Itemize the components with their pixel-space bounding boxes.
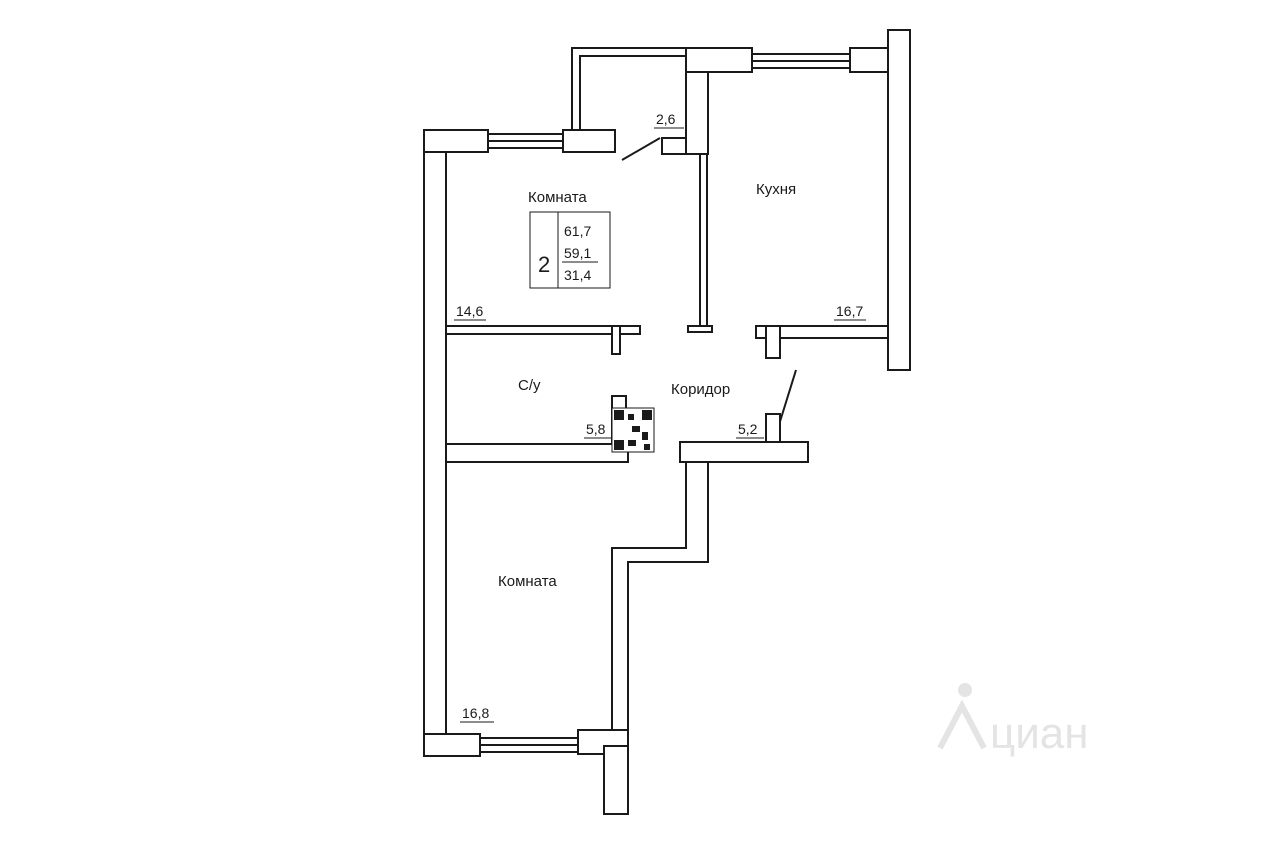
bathroom-area: 5,8 <box>586 421 606 437</box>
wall-room2-corner <box>603 745 629 815</box>
corridor-area: 5,2 <box>738 421 758 437</box>
wall-kitchen-top-left <box>685 47 753 73</box>
area-summary-box: 2 61,7 59,1 31,4 <box>529 211 611 289</box>
wall-kitchen-right <box>887 29 911 371</box>
room2-label: Комната <box>498 573 557 590</box>
wall-kitchen-bottom <box>755 325 889 339</box>
wall-top-room1 <box>423 129 489 153</box>
room1-area: 14,6 <box>456 303 483 319</box>
walls <box>423 29 911 815</box>
bathroom-label: С/у <box>518 377 541 394</box>
kitchen-label: Кухня <box>756 181 796 198</box>
kitchen-area: 16,7 <box>836 303 863 319</box>
living-area: 31,4 <box>564 267 591 283</box>
living-area-incl: 59,1 <box>564 245 591 261</box>
qr-icon <box>611 407 655 453</box>
cian-logo-icon <box>958 683 972 697</box>
total-area: 61,7 <box>564 223 591 239</box>
wall-room2-bottom-left <box>423 733 481 757</box>
wall-kitchen-left <box>685 71 709 155</box>
room1-label: Комната <box>528 189 587 206</box>
wall-bathroom-bottom <box>445 443 629 463</box>
wall-left-outer <box>423 129 447 757</box>
balcony-door-swing <box>621 137 661 161</box>
watermark-text: циан <box>990 709 1089 758</box>
balcony-area: 2,6 <box>656 111 676 127</box>
wall-room2-right <box>611 461 709 757</box>
corridor-label: Коридор <box>671 381 730 398</box>
wall-kitchen-bottom-stub <box>765 325 781 359</box>
wall-partition-stub <box>687 325 713 333</box>
rooms-count: 2 <box>538 252 550 277</box>
wall-corridor-bottom <box>679 441 809 463</box>
wall-partition-room1-kitchen <box>699 153 708 327</box>
wall-room1-bottom-stub <box>611 325 621 355</box>
wall-top-room1-mid <box>562 129 616 153</box>
wall-room1-bottom <box>445 325 641 335</box>
room2-area: 16,8 <box>462 705 489 721</box>
cian-watermark: циан <box>937 683 1089 758</box>
wall-corridor-stub <box>765 413 781 443</box>
